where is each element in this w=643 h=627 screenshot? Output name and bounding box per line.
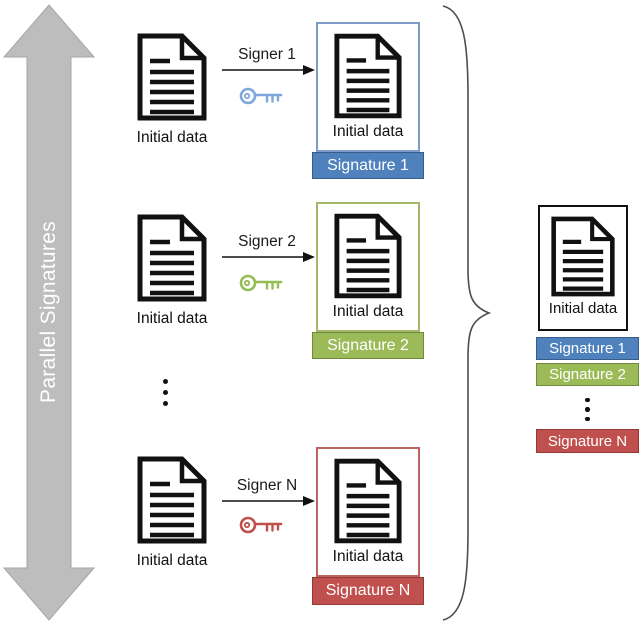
- result-vertical-ellipsis-icon: [585, 395, 590, 424]
- signing-arrow-icon: [222, 496, 315, 506]
- signed-document-frame: Initial data: [316, 447, 420, 577]
- source-document-icon: [136, 213, 208, 303]
- signing-arrow-icon: [222, 252, 315, 262]
- vertical-ellipsis-icon: [163, 376, 168, 409]
- signed-document-icon: [334, 213, 402, 299]
- signer-label: Signer N: [236, 477, 298, 494]
- result-document-frame: Initial data: [538, 205, 628, 331]
- key-icon: [238, 512, 284, 538]
- signer-label: Signer 2: [238, 233, 296, 250]
- curly-brace-icon: [442, 5, 492, 621]
- source-document-label: Initial data: [136, 129, 208, 146]
- result-signature-banner: Signature 1: [536, 337, 639, 360]
- parallel-timeline-arrow-icon: [2, 4, 96, 621]
- result-signature-banner: Signature N: [536, 429, 639, 453]
- signed-document-icon: [334, 33, 402, 119]
- signed-document-label: Initial data: [332, 303, 404, 320]
- key-icon: [238, 83, 284, 109]
- source-document-icon: [136, 455, 208, 545]
- source-document-icon: [136, 32, 208, 122]
- signing-arrow-icon: [222, 65, 315, 75]
- signature-banner: Signature N: [312, 577, 424, 605]
- source-document-label: Initial data: [136, 552, 208, 569]
- source-document-label: Initial data: [136, 310, 208, 327]
- signed-document-label: Initial data: [332, 123, 404, 140]
- signature-banner: Signature 1: [312, 152, 424, 179]
- signature-banner: Signature 2: [312, 332, 424, 359]
- parallel-signatures-title: Parallel Signatures: [37, 221, 60, 403]
- signed-document-frame: Initial data: [316, 22, 420, 152]
- result-document-icon: [551, 216, 615, 297]
- key-icon: [238, 270, 284, 296]
- signed-document-frame: Initial data: [316, 202, 420, 332]
- result-document-label: Initial data: [548, 300, 618, 317]
- result-signature-banner: Signature 2: [536, 363, 639, 386]
- signed-document-icon: [334, 458, 402, 544]
- signer-label: Signer 1: [238, 46, 296, 63]
- signed-document-label: Initial data: [332, 548, 404, 565]
